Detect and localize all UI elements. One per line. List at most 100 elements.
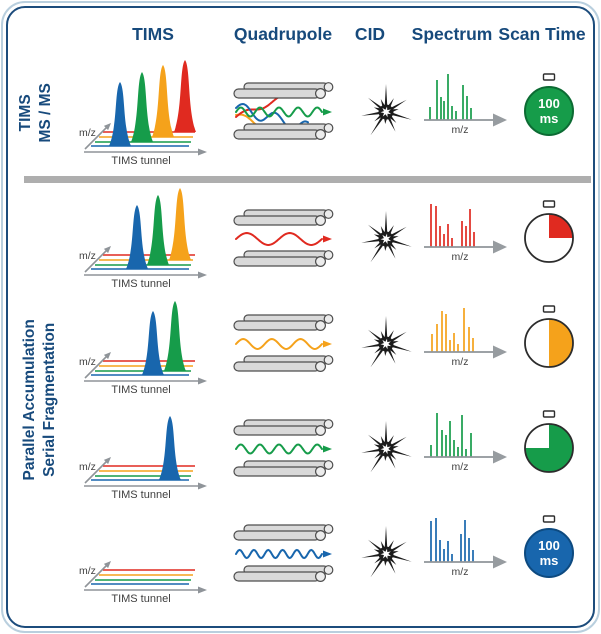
green-ion-wave-arrow-icon	[323, 108, 332, 116]
mz-axis-arrow-icon	[103, 246, 111, 254]
mz-axis-label: m/z	[79, 356, 96, 368]
tims-tunnel-label: TIMS tunnel	[111, 155, 170, 166]
stopwatch-rim	[524, 213, 574, 263]
tunnel-axis-arrow-icon	[198, 271, 207, 279]
cid-explosion-icon	[361, 211, 412, 263]
quadrupole-rod-pair	[233, 460, 334, 477]
blue-ion-mobility-peak	[126, 205, 148, 269]
column-header-quadrupole: Quadrupole	[233, 24, 333, 44]
orange-ion-wave	[235, 337, 323, 351]
cid-explosion-icon	[361, 316, 412, 368]
stopwatch-face	[524, 86, 574, 136]
tunnel-axis-arrow-icon	[198, 148, 207, 156]
spectrum-mz-label: m/z	[452, 251, 469, 263]
blue-ion-wave	[235, 548, 323, 560]
blue-ion-mobility-peak	[109, 82, 131, 146]
fragment-spectrum: m/z	[424, 413, 507, 473]
tunnel-axis-arrow-icon	[198, 586, 207, 594]
spectrum-axis-arrow-icon	[493, 113, 507, 127]
scan-time-stopwatch	[524, 410, 574, 473]
mz-axis-line	[84, 564, 108, 588]
scan-time-value: 100	[538, 538, 560, 553]
mz-axis-arrow-icon	[103, 561, 111, 569]
quadrupole-rod-pair	[233, 82, 334, 100]
red-ion-mobility-peak	[174, 60, 196, 132]
fragment-spectrum: m/z	[424, 204, 507, 263]
mz-axis-label: m/z	[79, 565, 96, 577]
spectrum-mz-label: m/z	[452, 356, 469, 368]
quadrupole-rod-pair	[233, 209, 334, 227]
green-ion-mobility-peak	[131, 72, 153, 142]
mz-axis-line	[84, 460, 108, 484]
stopwatch-face	[524, 528, 574, 578]
section-label-line: TIMS	[17, 94, 35, 132]
spectrum-axis-arrow-icon	[493, 450, 507, 464]
scan-time-fraction-wedge	[549, 319, 573, 367]
section-divider	[24, 176, 591, 183]
spectrum-mz-label: m/z	[452, 461, 469, 473]
fragment-spectrum: m/z	[424, 74, 507, 136]
stopwatch-button-icon	[542, 515, 556, 523]
cid-explosion-icon	[361, 84, 412, 136]
green-ion-mobility-peak	[147, 195, 169, 265]
column-header-cid: CID	[354, 24, 386, 44]
section-label-line: Parallel Accumulation	[21, 319, 39, 481]
quadrupole-rod-pair	[233, 314, 334, 332]
tims-tunnel-label: TIMS tunnel	[111, 489, 170, 500]
scan-time-unit: ms	[540, 111, 559, 126]
mz-axis-line	[84, 355, 108, 379]
column-header-tims: TIMS	[132, 24, 174, 44]
tims-tunnel-label: TIMS tunnel	[111, 384, 170, 395]
tunnel-axis-arrow-icon	[198, 377, 207, 385]
quadrupole-graphic	[233, 314, 334, 372]
quadrupole-rod-pair	[233, 250, 334, 267]
quadrupole-graphic	[233, 419, 334, 477]
quadrupole-rod-pair	[233, 565, 334, 582]
mz-axis-label: m/z	[79, 127, 96, 139]
orange-ion-mobility-peak	[152, 65, 174, 137]
spectrum-axis-arrow-icon	[493, 345, 507, 359]
column-header-spectrum: Spectrum	[411, 24, 493, 44]
mz-axis-label: m/z	[79, 461, 96, 473]
blue-ion-mobility-peak	[142, 311, 164, 375]
mz-axis-arrow-icon	[103, 352, 111, 360]
stopwatch-rim	[524, 423, 574, 473]
scan-time-fraction-wedge	[525, 424, 573, 472]
stopwatch-button-icon	[542, 410, 556, 418]
orange-ion-wave-arrow-icon	[323, 340, 332, 348]
section-label-line: Serial Fragmentation	[41, 322, 58, 477]
blue-ion-wave-arrow-icon	[323, 550, 332, 558]
spectrum-axis-arrow-icon	[493, 555, 507, 569]
spectrum-mz-label: m/z	[452, 566, 469, 578]
scan-time-fraction-wedge	[549, 214, 573, 238]
quadrupole-graphic	[233, 209, 334, 267]
cid-explosion-icon	[361, 421, 412, 473]
quadrupole-rod-pair	[233, 123, 334, 140]
green-ion-mobility-peak	[164, 301, 186, 371]
stopwatch-button-icon	[542, 73, 556, 81]
scan-time-value: 100	[538, 96, 560, 111]
mz-axis-line	[84, 126, 108, 150]
spectrum-axis-arrow-icon	[493, 240, 507, 254]
stopwatch-button-icon	[542, 200, 556, 208]
spectrum-mz-label: m/z	[452, 124, 469, 136]
tims-tunnel-label: TIMS tunnel	[111, 278, 170, 289]
quadrupole-rod-pair	[233, 419, 334, 437]
cid-explosion-icon	[361, 526, 412, 578]
scan-time-stopwatch	[524, 200, 574, 263]
stopwatch-rim	[524, 318, 574, 368]
mz-axis-label: m/z	[79, 250, 96, 262]
fragment-spectrum: m/z	[424, 308, 507, 368]
tims-tunnel-label: TIMS tunnel	[111, 593, 170, 604]
scan-time-stopwatch	[524, 305, 574, 368]
mz-axis-line	[84, 249, 108, 273]
orange-ion-mobility-peak	[169, 188, 191, 260]
quadrupole-rod-pair	[233, 355, 334, 372]
